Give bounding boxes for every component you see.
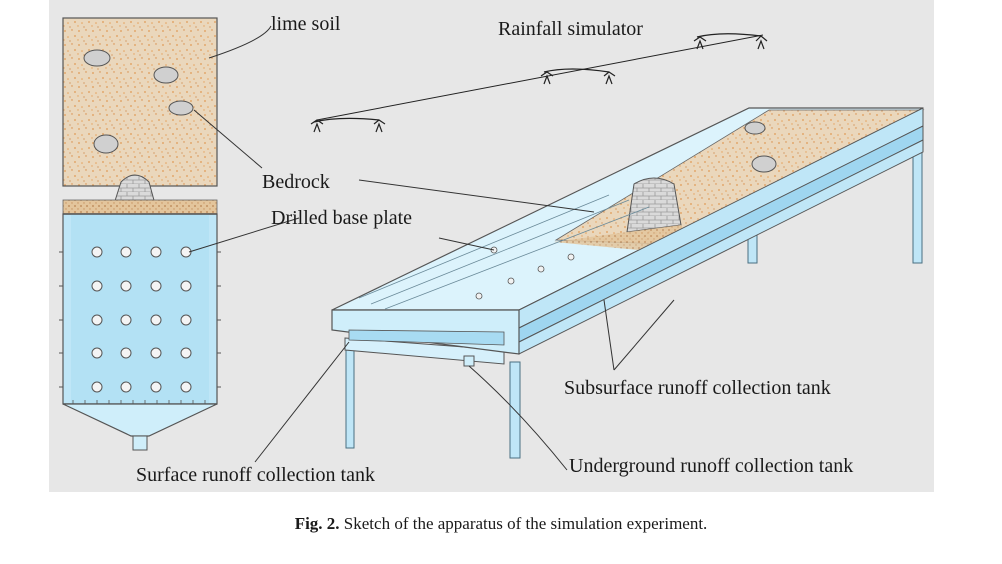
caption-label: Fig. 2.: [294, 514, 340, 533]
rainfall-simulator: [310, 33, 768, 133]
label-underground-tank: Underground runoff collection tank: [569, 455, 853, 477]
stone: [153, 66, 179, 84]
drilled-holes: [91, 246, 192, 393]
apparatus-figure: lime soil Rainfall simulator Bedrock Dri…: [49, 0, 934, 492]
flume-leg: [345, 347, 355, 449]
lime-soil-layer: [62, 17, 218, 187]
leader-lines: [188, 25, 675, 471]
bedrock-mound: [113, 174, 156, 205]
label-bedrock: Bedrock: [262, 171, 330, 193]
label-lime-soil: lime soil: [271, 13, 341, 35]
flume-leg: [912, 144, 923, 264]
label-subsurface-tank: Subsurface runoff collection tank: [564, 377, 831, 399]
figure-caption: Fig. 2. Sketch of the apparatus of the s…: [0, 514, 1002, 534]
funnel: [62, 403, 218, 437]
column-cross-section: [59, 17, 221, 451]
outlet-pipe: [132, 435, 148, 451]
label-rainfall-simulator: Rainfall simulator: [498, 18, 643, 40]
stone: [83, 49, 111, 67]
sand-layer: [62, 199, 218, 215]
label-drilled-base-plate: Drilled base plate: [271, 207, 412, 229]
stone: [168, 100, 194, 116]
stone: [93, 134, 119, 154]
apparatus-sketch: lime soil Rainfall simulator Bedrock Dri…: [59, 13, 925, 486]
underground-outlet: [463, 355, 475, 367]
caption-text: Sketch of the apparatus of the simulatio…: [343, 514, 708, 533]
flume-3d: [331, 107, 925, 459]
label-surface-tank: Surface runoff collection tank: [136, 464, 375, 486]
bedrock-outcrop: [626, 177, 682, 233]
